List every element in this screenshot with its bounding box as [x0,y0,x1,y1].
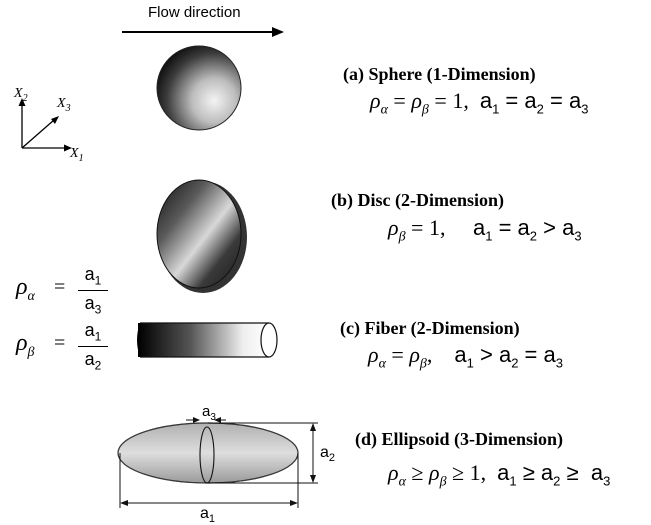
fiber-shape [137,322,278,358]
disc-shape [156,179,247,293]
case-b-formula: ρβ = 1, a1 = a2 > a3 [388,215,582,245]
flow-direction-arrow [122,27,284,37]
axis-x3-label: X3 [57,96,71,114]
axis-x1-label: X1 [70,146,84,164]
axis-x2-label: X2 [14,86,28,104]
sphere-shape [156,45,242,131]
rho-alpha-definition: ρα = a1 a3 [16,262,126,318]
ellipsoid-shape [117,422,318,508]
a2-label: a2 [320,444,336,465]
case-a-formula: ρα = ρβ = 1, a1 = a2 = a3 [370,88,589,118]
case-d-title: (d) Ellipsoid (3-Dimension) [355,429,564,449]
a2-dimension-arrow [310,423,316,483]
flow-direction-label: Flow direction [148,4,241,21]
case-b-title: (b) Disc (2-Dimension) [331,190,504,210]
case-c-formula: ρα = ρβ, a1 > a2 = a3 [368,342,563,372]
case-c-title: (c) Fiber (2-Dimension) [340,318,520,338]
coordinate-axes [18,98,72,152]
a1-label: a1 [200,505,216,525]
rho-beta-definition: ρβ = a1 a2 [16,318,126,374]
case-a-title: (a) Sphere (1-Dimension) [343,64,536,84]
a3-label: a3 [202,403,216,423]
a3-dimension-arrow [186,417,226,423]
a1-dimension-arrow [120,500,298,506]
case-d-formula: ρα ≥ ρβ ≥ 1, a1 ≥ a2 ≥ a3 [388,460,611,490]
